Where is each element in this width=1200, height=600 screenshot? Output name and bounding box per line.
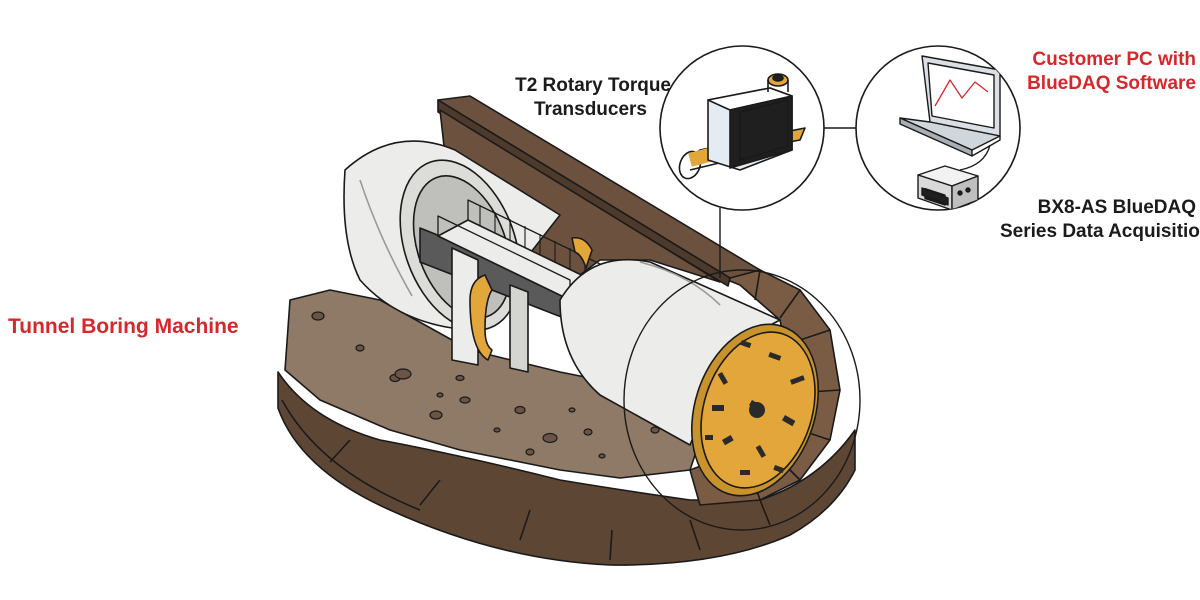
tbm-label: Tunnel Boring Machine (8, 315, 239, 339)
ground-rocks (311, 311, 660, 459)
t2-label-line1: T2 Rotary Torque (515, 75, 671, 96)
torque-transducer-icon (659, 45, 825, 211)
customer-pc-label: Customer PC with BlueDAQ Software (1020, 48, 1196, 96)
laptop-icon (899, 55, 1001, 157)
pc-label-line1: Customer PC with (1032, 49, 1196, 70)
t2-label-line2: Transducers (534, 99, 647, 120)
pc-label-line2: BlueDAQ Software (1027, 73, 1196, 94)
focus-circle (623, 269, 861, 531)
pc-callout (855, 45, 1021, 211)
bx8-label-line2: Series Data Acquisition (1000, 221, 1200, 242)
tunnel-boring-machine-illustration (277, 95, 861, 566)
gear-segments (469, 236, 593, 361)
t2-transducer-label: T2 Rotary Torque Transducers (493, 74, 671, 122)
cutter-head (690, 323, 820, 497)
ground-base (277, 371, 856, 566)
connector-lines (719, 127, 856, 278)
bx8-label-line1: BX8-AS BlueDAQ (1037, 197, 1196, 218)
daq-box-icon (917, 165, 979, 210)
bx8-daq-label: BX8-AS BlueDAQ Series Data Acquisition (1000, 196, 1200, 244)
tbm-label-text: Tunnel Boring Machine (8, 315, 239, 338)
platform (437, 199, 601, 373)
